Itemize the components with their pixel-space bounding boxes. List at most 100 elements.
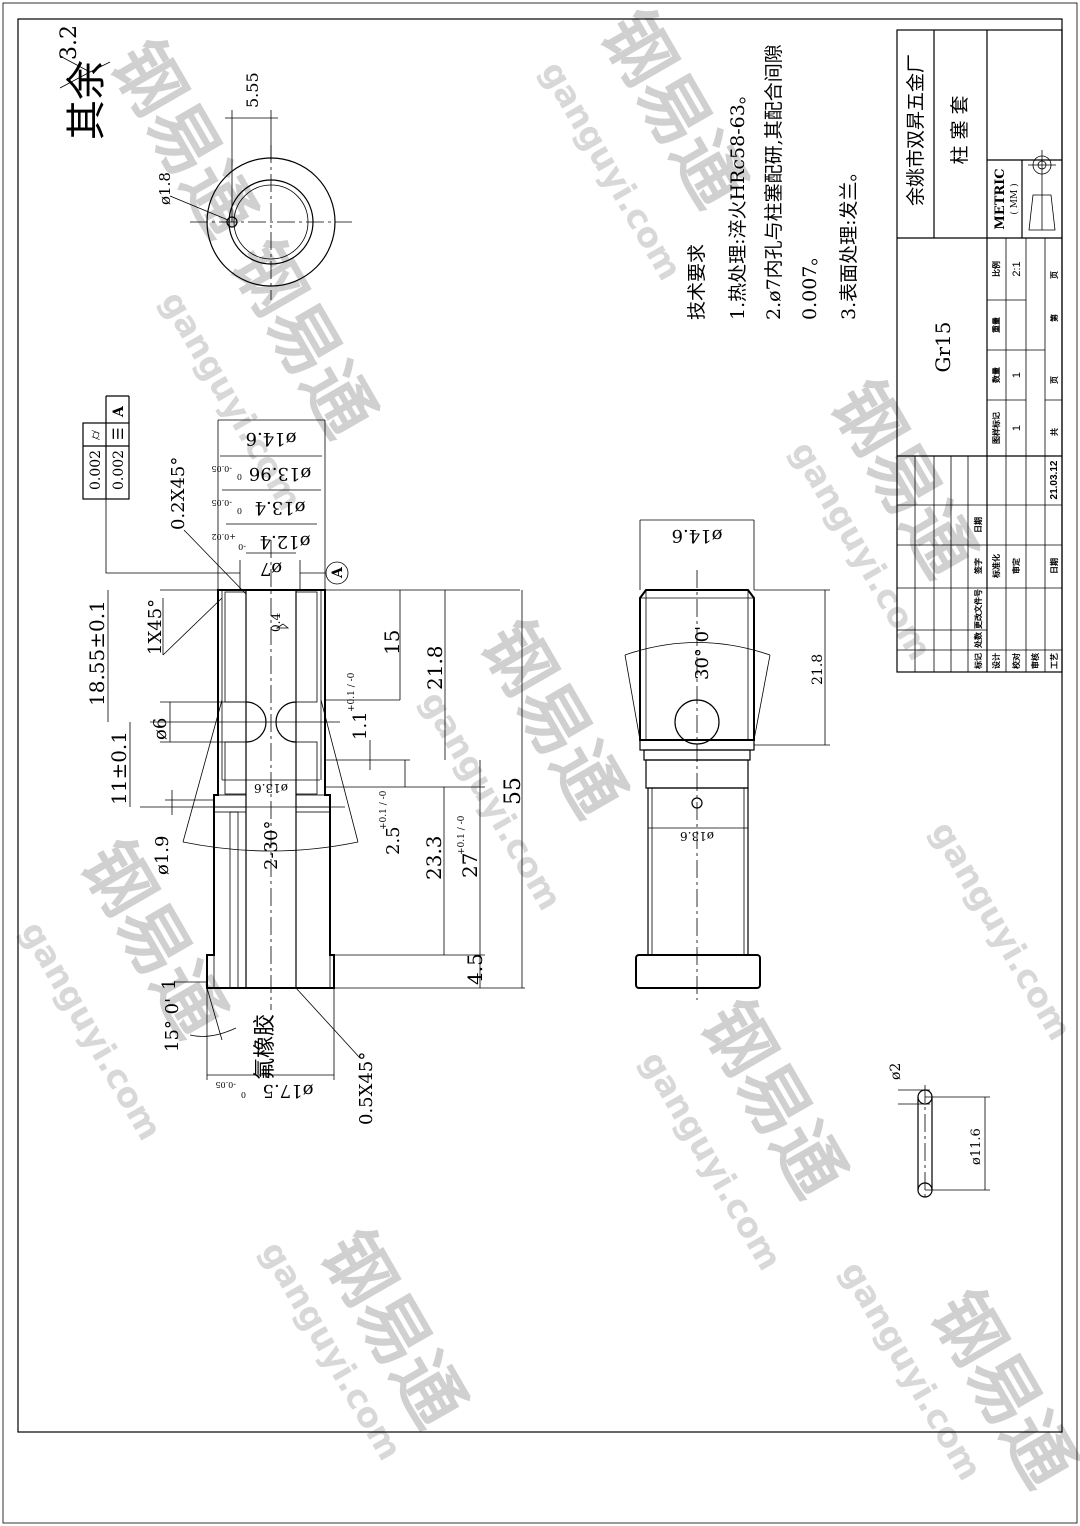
company-name: 余姚市双昇五金厂 xyxy=(905,54,927,206)
units-sub-label: ( MM ) xyxy=(1009,183,1020,214)
revision-header: 签字 xyxy=(973,558,983,575)
tolerance-text: +0.1 / -0 xyxy=(347,672,357,712)
role-label: 审定 xyxy=(1011,558,1021,574)
geometric-tolerance-frame: ⌭ 0.002 ☰ 0.002 A xyxy=(82,395,240,574)
role-label: 设计 xyxy=(991,653,1001,669)
tolerance-text: -0.05 xyxy=(211,464,232,473)
side-dim-d-top: ø14.6 xyxy=(672,525,723,546)
dim-len-11: 11±0.1 xyxy=(107,731,131,805)
dim-chamfer-1: 1X45° xyxy=(145,599,166,655)
role-label: 审核 xyxy=(1030,653,1040,669)
dim-len-55: 55 xyxy=(501,777,526,805)
dim-len-218: 21.8 xyxy=(423,645,447,690)
dim-d-136: ø13.6 xyxy=(254,781,288,795)
dim-offset: 5.55 xyxy=(243,72,262,108)
scale-value: 2:1 xyxy=(1011,261,1023,276)
revision-header: 标记 xyxy=(973,653,983,670)
requirement-item: 0.007。 xyxy=(799,247,821,320)
dim-len-1: 1 xyxy=(159,979,180,990)
quantity-value: 1 xyxy=(1011,372,1023,378)
tolerance-text: +0.1 / -0 xyxy=(457,815,467,855)
role-label: 日期 xyxy=(1049,558,1059,574)
drawing-mark-header: 图样标记 xyxy=(991,412,1001,444)
tolerance-text: +0.02 xyxy=(211,532,236,541)
dim-d-175: ø17.5 xyxy=(263,1080,314,1101)
tolerance-text: -0.05 xyxy=(211,498,232,507)
roughness-symbol-icon xyxy=(59,55,111,89)
revision-header: 更改文件号 xyxy=(973,589,983,629)
scale-header: 比例 xyxy=(991,261,1001,277)
dim-angle-15: 15° 0' xyxy=(162,998,183,1052)
dim-hole-dia: ø1.8 xyxy=(156,172,174,205)
dim-d-top: ø14.6 xyxy=(246,428,297,449)
total-label: 共 xyxy=(1049,428,1059,436)
material: Gr15 xyxy=(931,322,955,373)
side-view: ø14.6 30° 0' 21.8 ø13.6 xyxy=(624,519,830,1000)
watermark-text: ganguyi.com xyxy=(922,815,1079,1048)
datum-a-label: A xyxy=(330,566,346,579)
dim-len-15: 15 xyxy=(380,630,404,655)
drawing-mark-value: 1 xyxy=(1011,425,1023,431)
role-label: 标准化 xyxy=(991,554,1001,579)
quantity-header: 数量 xyxy=(991,367,1001,383)
watermark-brand: 钢易通 xyxy=(95,28,271,251)
revision-header: 日期 xyxy=(973,517,983,533)
dim-len-11b: 1.1 xyxy=(350,711,371,740)
projection-symbol-icon xyxy=(1028,150,1056,231)
dim-len-233: 23.3 xyxy=(422,835,446,880)
requirement-item: 2.ø7内孔与柱塞配研,其配合间隙 xyxy=(763,44,785,320)
symmetry-icon: ☰ xyxy=(111,427,127,440)
requirement-item: 1.热处理:淬火HRc58-63。 xyxy=(727,85,749,320)
corner-roughness-value: 3.2 xyxy=(57,25,82,60)
oring-inner-diameter: ø11.6 xyxy=(969,1128,984,1165)
roughness-symbol-icon xyxy=(275,623,290,629)
part-name: 柱 塞 套 xyxy=(949,95,971,164)
side-dim-d-136: ø13.6 xyxy=(680,829,714,843)
dim-d-19: ø1.9 xyxy=(152,836,173,875)
dim-len-1855: 18.55±0.1 xyxy=(85,600,109,706)
dim-len-25: 2.5 xyxy=(383,826,404,855)
dim-chamfer-05: 0.5X45° xyxy=(356,1052,377,1125)
cylindricity-icon: ⌭ xyxy=(88,430,104,440)
dim-angle-230: 2-30° xyxy=(261,821,282,870)
dim-len-27: 27 xyxy=(458,853,482,878)
date-value: 21.03.12 xyxy=(1049,460,1060,499)
side-dim-len: 21.8 xyxy=(810,654,826,685)
oring-cross-section: ø2 xyxy=(888,1063,904,1080)
dim-d-1396: ø13.96 xyxy=(249,463,311,484)
top-view: 5.55 ø1.8 xyxy=(156,72,352,300)
revision-header: 处数 xyxy=(973,631,983,649)
title-block: 余姚市双昇五金厂 柱 塞 套 METRIC ( MM ) Gr15 比例 重量 … xyxy=(896,29,1063,673)
roughness-value: 0.4 xyxy=(269,613,283,632)
oring-view: 氟橡胶 ø2 ø11.6 xyxy=(253,1014,990,1200)
dim-chamfer-top: 0.2X45° xyxy=(168,457,189,530)
page-label: 页 xyxy=(1050,271,1059,279)
watermark-layer: 钢易通 ganguyi.com 钢易通 ganguyi.com 钢易通 钢易通 … xyxy=(12,0,1080,1500)
side-dim-angle: 30° 0' xyxy=(692,626,713,680)
section-view: ø14.6 ø13.96 -0.05 0 ø13.4 -0.05 0 ø12.4… xyxy=(85,419,526,1125)
tolerance-value: 0.002 xyxy=(88,450,104,490)
role-label: 校对 xyxy=(1011,653,1021,669)
weight-header: 重量 xyxy=(991,317,1001,333)
tolerance-text: -0 xyxy=(238,542,246,551)
sheet-no-label: 第 xyxy=(1049,314,1059,322)
dim-d-134: ø13.4 xyxy=(255,497,306,518)
dim-port: ø6 xyxy=(150,718,171,740)
tolerance-text: -0.05 xyxy=(215,1080,236,1089)
tolerance-datum: A xyxy=(111,405,127,418)
tolerance-text: 0 xyxy=(241,1090,246,1099)
oring-material: 氟橡胶 xyxy=(253,1014,278,1080)
dim-len-45: 4.5 xyxy=(463,953,487,985)
corner-note: 其余 xyxy=(64,60,110,140)
units-label: METRIC xyxy=(993,168,1008,229)
page-label: 页 xyxy=(1050,376,1059,384)
dim-d-124: ø12.4 xyxy=(260,531,311,552)
tolerance-text: +0.1 / -0 xyxy=(379,790,389,830)
drawing-frame xyxy=(17,18,1063,1433)
corner-roughness-note: 其余 3.2 xyxy=(57,25,111,140)
requirement-item: 3.表面处理:发兰。 xyxy=(838,162,860,320)
tolerance-value: 0.002 xyxy=(111,450,127,490)
tolerance-text: 0 xyxy=(237,506,242,515)
